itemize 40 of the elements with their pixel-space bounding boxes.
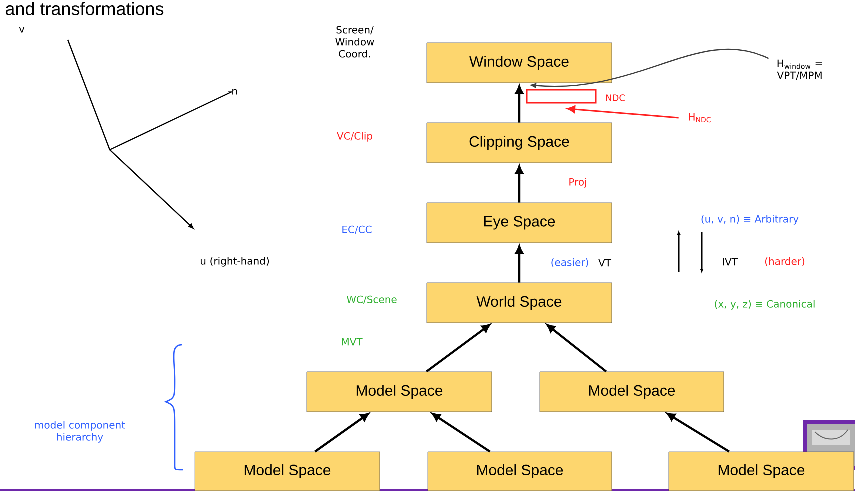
handwritten-note: H$_{window}$ = VPT/MPM <box>777 60 822 80</box>
leader-arrow <box>567 106 679 119</box>
handwritten-note: (u, v, n) ≡ Arbitrary <box>702 215 799 225</box>
space-box: Window Space <box>426 42 612 84</box>
space-box: Model Space <box>194 452 380 491</box>
arrow <box>516 86 524 123</box>
arrow <box>314 413 370 453</box>
handwritten-note: u (right-hand) <box>200 257 270 267</box>
handwritten-note: (easier) <box>552 258 588 268</box>
leader-arrow <box>531 49 770 88</box>
handwritten-note: Proj <box>570 178 586 188</box>
handwritten-note: model component hierarchy <box>35 421 126 443</box>
arrow <box>667 413 730 453</box>
space-box: Model Space <box>668 452 854 491</box>
space-box: World Space <box>426 282 612 324</box>
space-box: Model Space <box>540 372 724 412</box>
handwritten-note: NDC <box>606 94 625 102</box>
handwritten-note: (x, y, z) ≡ Canonical <box>715 300 815 310</box>
arrow <box>516 246 524 283</box>
handwritten-note: VT <box>598 259 612 267</box>
handwritten-note: Screen/ Window Coord. <box>336 26 374 58</box>
handwritten-note: MVT <box>342 338 363 346</box>
arrow <box>426 324 490 373</box>
handwritten-note: IVT <box>723 258 738 266</box>
handwritten-note: (harder) <box>765 258 805 266</box>
handwritten-note: WC/Scene <box>346 296 397 304</box>
space-box: Eye Space <box>426 202 612 244</box>
space-box: Model Space <box>428 452 612 491</box>
handwritten-note: VC/Clip <box>337 132 372 142</box>
handwritten-note: H$_{NDC}$ <box>689 113 711 123</box>
handwritten-note: -n <box>228 89 238 95</box>
heading: and transformations <box>6 2 164 16</box>
space-box: Model Space <box>306 372 492 412</box>
space-box: Clipping Space <box>426 122 612 164</box>
arrow <box>546 324 608 373</box>
handwritten-note: EC/CC <box>342 226 372 234</box>
arrow <box>516 166 524 203</box>
arrow <box>432 413 491 453</box>
highlight-box <box>526 89 597 104</box>
handwritten-note: v <box>19 27 25 33</box>
